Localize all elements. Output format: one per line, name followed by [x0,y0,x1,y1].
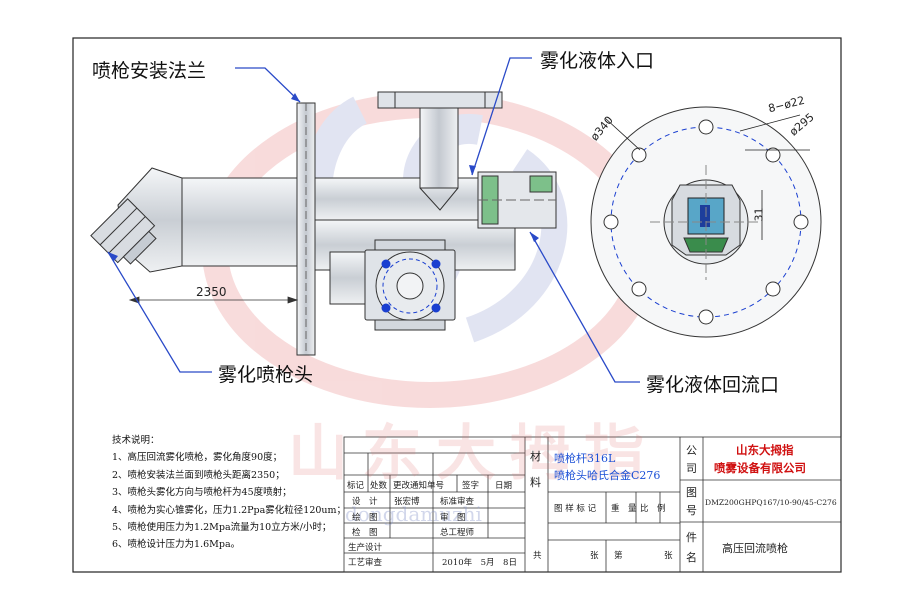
sheet-no-unit: 张 [664,551,673,561]
row-label-2: 标准审查 [440,497,475,507]
watermark-text: 山东大拇指 [288,419,658,489]
part-name: 高压回流喷枪 [722,542,788,555]
length-dimension-label: 2350 [196,285,227,299]
info-header: 比 例 [640,504,666,514]
sheet-total-unit: 张 [590,551,599,561]
note-item: 1、高压回流雾化喷枪，雾化角度90度； [112,452,283,464]
note-item: 2、喷枪安装法兰面到喷枪头距离2350； [112,469,285,481]
company-label: 公司 [686,444,697,475]
row-label: 检 图 [352,528,378,538]
company-name-1: 山东大拇指 [736,443,794,457]
callout-leaders [107,57,640,383]
callout-return-outlet: 雾化液体回流口 [646,374,780,396]
gun-side-view [90,91,557,356]
rev-header: 更改通知单号 [393,481,445,491]
note-item: 4、喷枪为实心锥雾化，压力1.2Ppa雾化粒径120um； [112,504,347,516]
note-item: 5、喷枪使用压力为1.2Mpa流量为10立方米/小时； [112,522,332,534]
watermark-url: dongdamuzhi [345,502,482,526]
row-label-2: 审 图 [440,513,466,523]
row-label-2: 总工程师 [440,528,475,538]
part-name-label: 件名 [686,531,697,564]
rev-header: 日期 [495,481,513,491]
material-head: 喷枪头哈氏合金C276 [554,469,661,482]
technical-notes: 技术说明： 1、高压回流雾化喷枪，雾化角度90度； 2、喷枪安装法兰面到喷枪头距… [112,432,348,554]
material-label: 材料 [530,450,541,489]
callout-inlet: 雾化液体入口 [540,50,655,72]
rev-header: 标记 [347,481,365,491]
rev-header: 处数 [370,481,388,491]
flange-end-view [590,106,822,338]
drawing-no-label: 图号 [686,486,697,517]
row-value: 张宏博 [394,497,420,507]
info-header: 图 样 标 记 [554,504,597,514]
sheet-no-label: 第 [614,551,623,561]
rev-header: 签字 [462,481,480,491]
row-label: 工艺审查 [348,558,383,568]
callout-flange: 喷枪安装法兰 [92,60,207,82]
sheet-total-label: 共 [533,551,542,561]
title-block-grid [343,436,842,573]
drawing-date: 2010年 5月 8日 [442,558,517,568]
callout-nozzle-head: 雾化喷枪头 [218,364,314,386]
note-item: 6、喷枪设计压力为1.6Mpa。 [112,539,241,551]
note-item: 3、喷枪头雾化方向与喷枪杆为45度喷射； [112,487,292,499]
company-name-2: 喷雾设备有限公司 [714,461,806,475]
callout-arrowheads [108,93,539,261]
h31-label: 31 [752,207,766,222]
row-label: 设 计 [352,497,378,507]
notes-title: 技术说明： [112,435,160,446]
info-header: 重 量 [611,504,637,514]
row-label: 生产设计 [348,543,383,553]
length-dimension [128,296,299,304]
row-label: 绘 图 [352,513,378,523]
drawing-number: DMZ200GHPQ167/10-90/45-C276 [705,498,837,507]
flange-dimension-lines [604,114,810,240]
material-rod: 喷枪杆316L [554,452,616,465]
